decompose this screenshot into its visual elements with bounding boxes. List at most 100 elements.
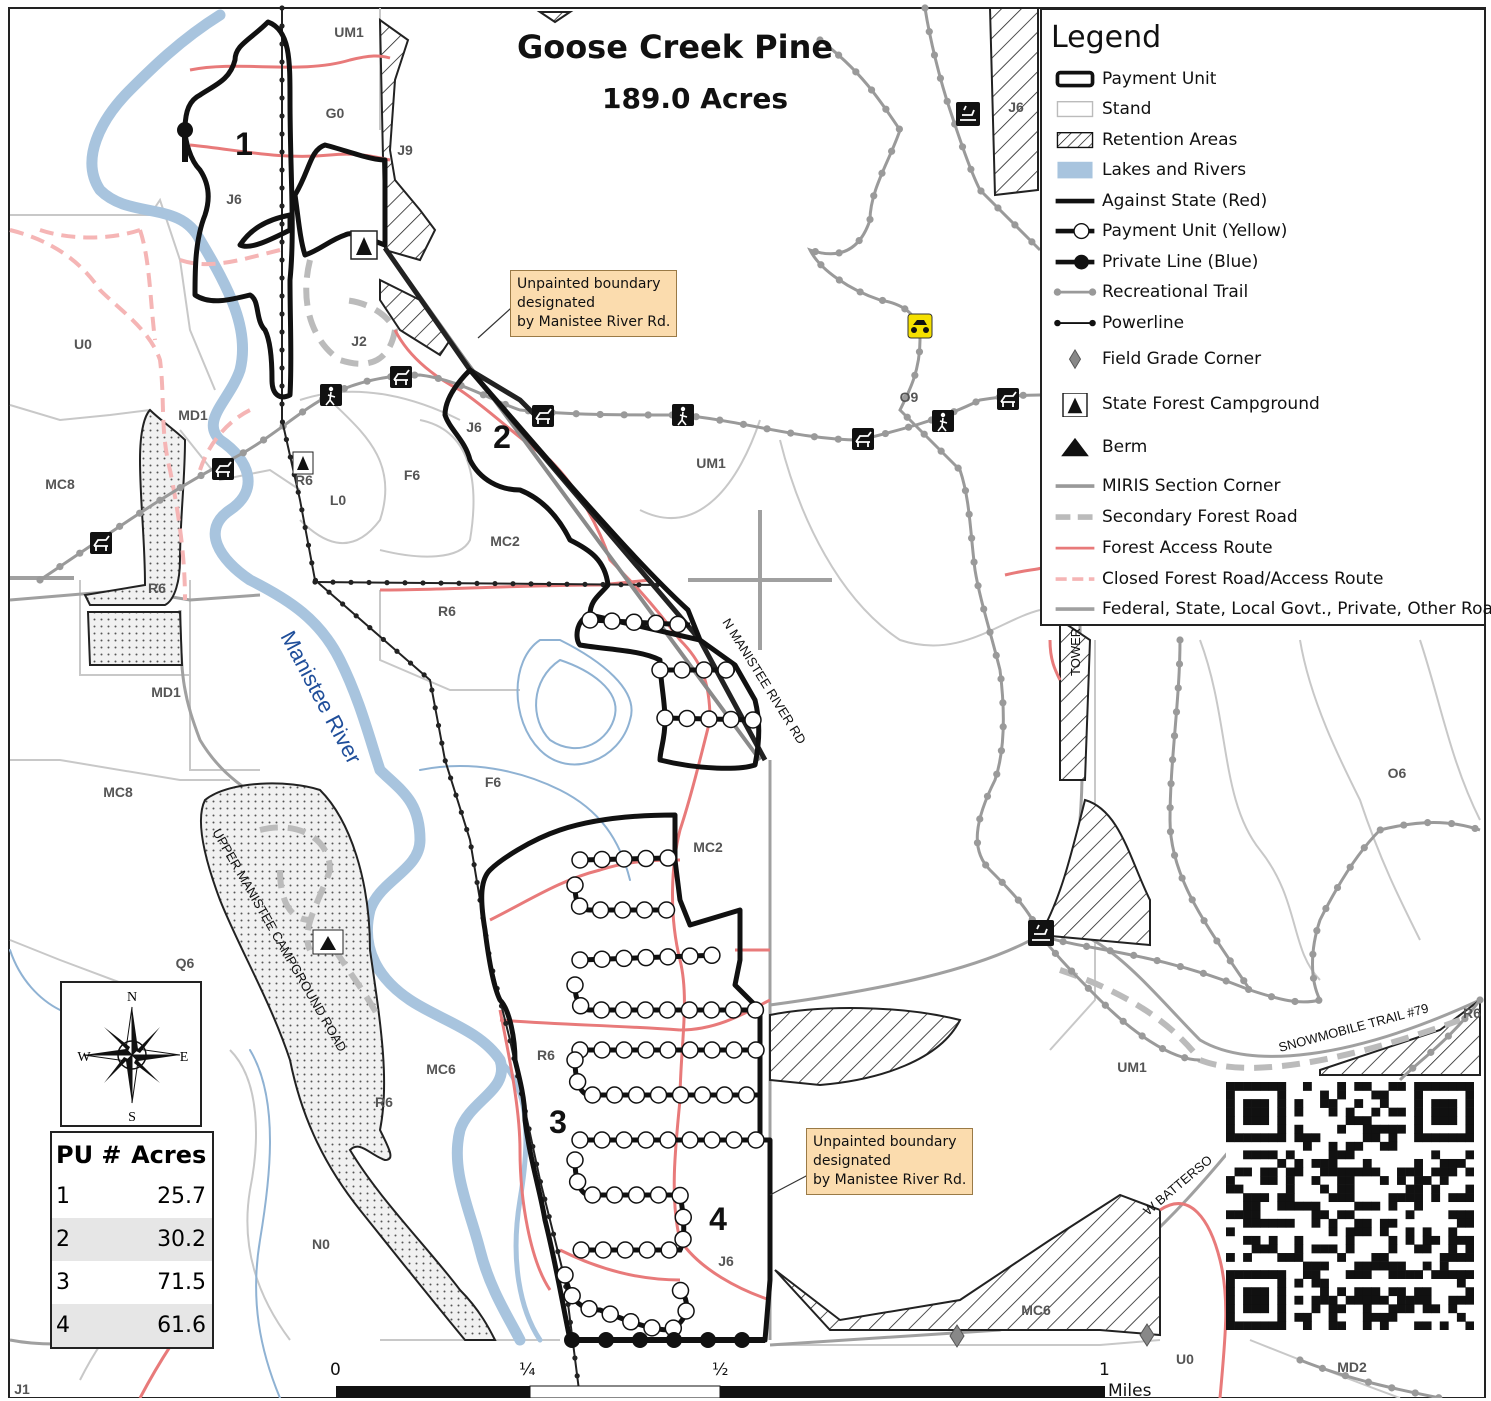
private-line-marker	[632, 1332, 648, 1348]
payment-unit-marker	[637, 849, 655, 868]
trail-marker	[835, 51, 843, 59]
powerline-pole	[279, 347, 285, 353]
trail-marker	[1364, 1378, 1373, 1386]
trail-marker	[1119, 1017, 1127, 1025]
powerline-pole	[546, 1213, 552, 1220]
payment-unit-marker	[572, 1241, 590, 1259]
stand-label: L0	[330, 492, 347, 508]
trail-marker	[1313, 927, 1321, 935]
stand-label: J9	[397, 142, 413, 158]
trail-marker	[961, 487, 970, 495]
trail-marker	[983, 792, 992, 800]
payment-unit-marker	[593, 1041, 611, 1059]
powerline-pole	[279, 365, 285, 371]
callout-text-line: by Manistee River Rd.	[517, 314, 671, 330]
legend-item: Stand	[1042, 96, 1482, 124]
legend-item-label: Lakes and Rivers	[1102, 160, 1247, 180]
trail-marker	[1296, 1356, 1304, 1364]
payment-unit-marker	[571, 951, 589, 969]
hiker-icon	[672, 404, 694, 426]
trail-marker	[1028, 238, 1036, 246]
thick-line-icon	[1055, 198, 1095, 204]
trail-marker	[999, 699, 1007, 707]
trail-marker	[973, 839, 982, 847]
powerline-pole	[528, 581, 534, 587]
payment-unit-marker	[627, 1086, 646, 1104]
powerline-pole	[279, 23, 285, 29]
trail-marker	[1427, 1048, 1435, 1056]
legend-item-label: Payment Unit	[1102, 69, 1217, 89]
payment-unit-marker	[702, 1001, 721, 1019]
scale-tick-0: 0	[330, 1360, 341, 1380]
payment-unit-marker	[580, 1299, 598, 1318]
stand-label: R6	[375, 1094, 393, 1110]
powerline-pole	[402, 580, 408, 586]
payment-unit-marker	[725, 1131, 743, 1149]
trail-marker	[1461, 1015, 1469, 1023]
powerline-pole	[295, 489, 301, 495]
trail-marker	[867, 86, 876, 94]
payment-unit-marker	[722, 710, 740, 729]
powerline-pole	[279, 167, 285, 173]
powerline-pole	[421, 672, 427, 678]
dashed-gray-line-icon	[1055, 514, 1095, 520]
trail-marker	[816, 36, 824, 44]
trail-marker	[1424, 819, 1432, 827]
trail-marker	[834, 435, 842, 443]
stand-label: G0	[326, 105, 345, 121]
legend-item: Field Grade Corner	[1042, 346, 1482, 374]
powerline-pole	[439, 740, 445, 746]
secondary-forest-roads	[259, 259, 1462, 1071]
powerline-pole	[448, 775, 454, 781]
payment-unit-marker	[693, 1086, 712, 1104]
trail-marker	[1138, 1032, 1146, 1040]
payment-unit-marker	[601, 1305, 619, 1323]
dotted-gray-line-icon	[1053, 288, 1097, 296]
payment-unit-marker	[615, 1041, 633, 1059]
payment-unit-marker	[614, 1001, 633, 1019]
legend-item-label: Secondary Forest Road	[1102, 507, 1298, 527]
legend-item: Private Line (Blue)	[1042, 249, 1482, 277]
horse-icon	[90, 532, 112, 554]
powerline-pole	[279, 131, 285, 137]
legend-item: Powerline	[1042, 310, 1482, 338]
stand-label: J1	[14, 1381, 30, 1397]
payment-unit-marker	[568, 1173, 587, 1191]
payment-unit-marker	[583, 1186, 602, 1204]
stand-label: MC2	[490, 533, 520, 549]
table-header-pu: PU #	[56, 1141, 122, 1169]
qr-code[interactable]	[1226, 1082, 1475, 1331]
dashed-pink-line-icon	[1055, 577, 1095, 581]
payment-unit-marker	[647, 614, 665, 633]
trail-marker	[1447, 819, 1456, 828]
payment-unit-marker	[681, 1131, 699, 1149]
trail-marker	[976, 815, 984, 823]
trail-marker	[1166, 828, 1175, 836]
horse-icon	[212, 458, 234, 480]
stand-label: J6	[226, 191, 242, 207]
trail-marker	[835, 249, 843, 257]
powerline-pole	[471, 862, 477, 868]
legend-item: Against State (Red)	[1042, 188, 1482, 216]
triangle-icon	[1061, 437, 1089, 457]
legend-item-label: Forest Access Route	[1102, 538, 1273, 558]
payment-unit-marker	[674, 1208, 693, 1227]
powerline-pole	[279, 185, 285, 191]
powerline-pole	[279, 293, 285, 299]
trail-marker	[1409, 1064, 1417, 1072]
payment-unit-marker	[659, 849, 677, 867]
unit-number-label: 4	[709, 1201, 727, 1237]
stand-label: F6	[404, 467, 421, 483]
trail-marker	[1170, 851, 1179, 859]
scale-unit: Miles	[1108, 1381, 1152, 1401]
trail-marker	[835, 276, 843, 284]
trail-marker	[596, 410, 604, 419]
payment-unit-marker	[638, 1241, 656, 1259]
payment-unit-marker	[671, 1186, 689, 1205]
payment-unit-marker	[622, 1313, 640, 1331]
trail-marker	[1240, 977, 1248, 985]
stand-label: J6	[718, 1253, 734, 1269]
payment-unit-marker	[658, 1001, 677, 1019]
legend-item: State Forest Campground	[1042, 391, 1482, 419]
